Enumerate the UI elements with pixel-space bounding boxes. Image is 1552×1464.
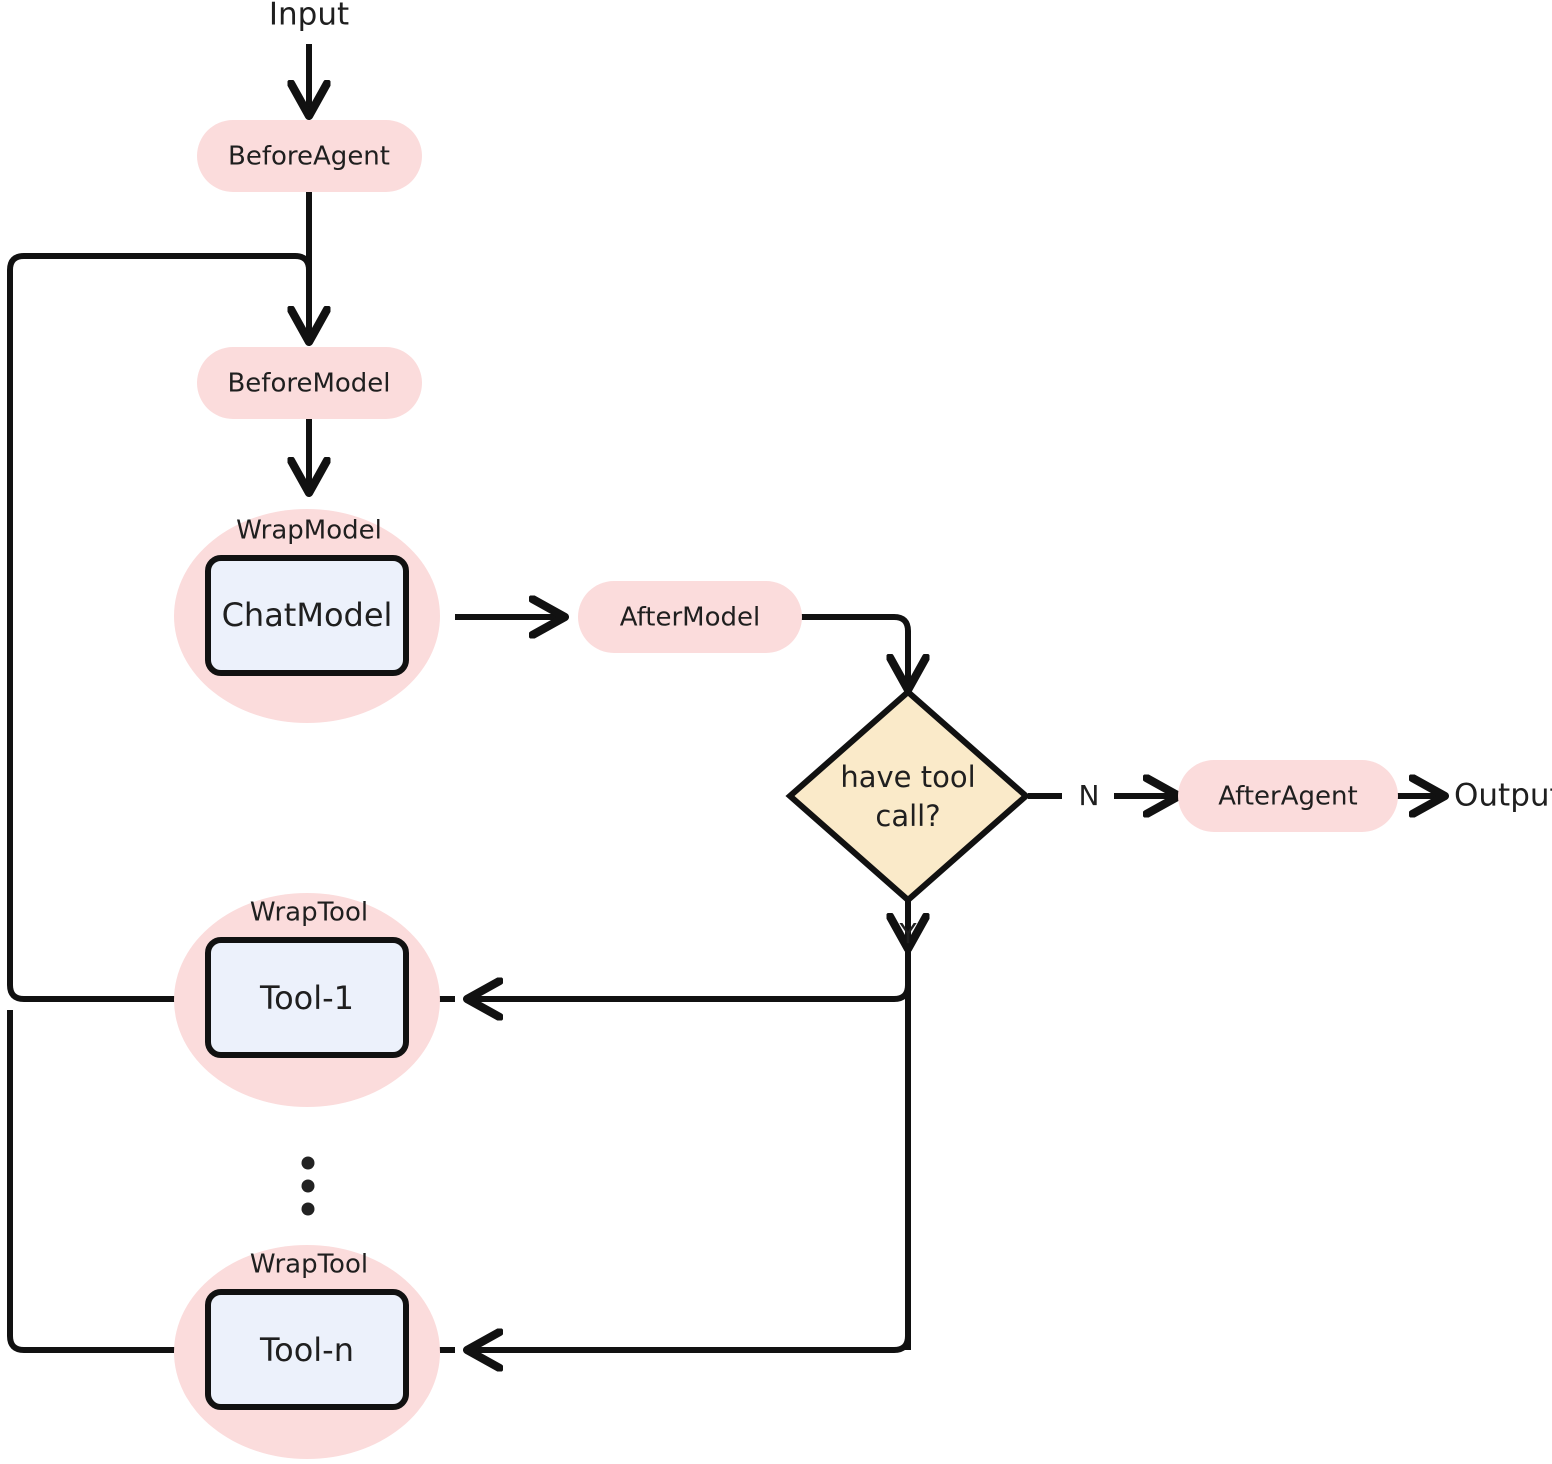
edge-aftermodel-to-decision: [800, 614, 908, 687]
label-branch-yes: Y: [898, 917, 917, 950]
edge-yes-to-tool1: [470, 985, 911, 999]
node-have-tool-call-decision[interactable]: [785, 688, 1031, 904]
edge-tooln-feedback-left: [7, 1010, 455, 1353]
label-decision-line1: have tool: [840, 760, 975, 794]
edge-tool1-feedback-left: [7, 253, 312, 1002]
node-aftermodel[interactable]: [578, 581, 802, 653]
label-output: Output: [1454, 778, 1552, 814]
node-afteragent[interactable]: [1178, 760, 1398, 832]
vertical-ellipsis-icon: [301, 1156, 315, 1216]
label-beforeagent: BeforeAgent: [228, 142, 390, 172]
edge-yes-to-tooln: [470, 1336, 911, 1350]
label-chatmodel: ChatModel: [222, 596, 393, 634]
label-tool-1: Tool-1: [259, 979, 354, 1017]
label-wraptool-n: WrapTool: [250, 1250, 368, 1280]
node-tool-1[interactable]: [205, 937, 409, 1058]
label-aftermodel: AfterModel: [620, 603, 761, 633]
label-branch-no: N: [1079, 779, 1100, 812]
label-wraptool-1: WrapTool: [250, 898, 368, 928]
label-afteragent: AfterAgent: [1218, 782, 1357, 812]
label-decision-line2: call?: [875, 799, 940, 833]
label-input: Input: [269, 0, 349, 33]
node-tool-n[interactable]: [205, 1289, 409, 1410]
node-beforeagent[interactable]: [197, 120, 422, 192]
label-wrapmodel: WrapModel: [236, 516, 382, 546]
label-tool-n: Tool-n: [259, 1331, 354, 1369]
node-chatmodel[interactable]: [205, 555, 409, 676]
node-beforemodel[interactable]: [197, 347, 422, 419]
label-beforemodel: BeforeModel: [227, 369, 390, 399]
